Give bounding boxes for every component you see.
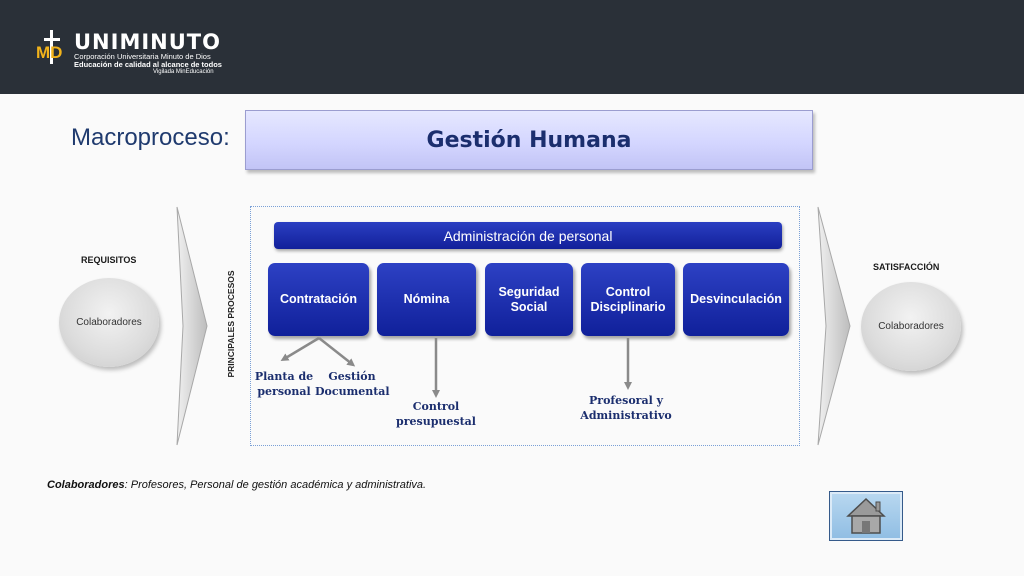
title-box: Gestión Humana: [245, 110, 813, 170]
admin-personal-bar: Administración de personal: [274, 222, 782, 249]
process-label: Seguridad Social: [498, 284, 560, 314]
logo-slogan: Educación de calidad al alcance de todos: [74, 60, 222, 69]
home-button[interactable]: [829, 491, 903, 541]
logo-subtitle: Corporación Universitaria Minuto de Dios: [74, 52, 211, 61]
process-label: Desvinculación: [690, 292, 782, 306]
footnote-term: Colaboradores: [47, 479, 125, 491]
process-desvinculacion: Desvinculación: [683, 263, 789, 336]
process-label: Control Disciplinario: [590, 284, 666, 314]
arrow-planta: [280, 336, 320, 362]
footnote-text: : Profesores, Personal de gestión académ…: [124, 479, 427, 491]
svg-text:MD: MD: [36, 43, 62, 62]
footnote: Colaboradores: Profesores, Personal de g…: [47, 479, 426, 491]
requisitos-heading: REQUISITOS: [81, 255, 137, 265]
sub-profesoral: Profesoral y Administrativo: [580, 394, 672, 422]
md-logo-icon: MD: [36, 30, 62, 64]
left-circle-label: Colaboradores: [76, 317, 142, 328]
page-title: Gestión Humana: [426, 127, 632, 153]
process-seguridad-social: Seguridad Social: [485, 263, 573, 336]
right-circle: Colaboradores: [861, 282, 961, 371]
process-label: Contratación: [279, 292, 358, 306]
left-circle: Colaboradores: [59, 278, 159, 367]
process-label: Nómina: [403, 292, 450, 306]
uniminuto-logo: MD UNIMINUTO Corporación Universitaria M…: [36, 26, 236, 76]
process-control-disciplinario: Control Disciplinario: [581, 263, 675, 336]
process-nomina: Nómina: [377, 263, 476, 336]
process-contratacion: Contratación: [268, 263, 369, 336]
admin-personal-label: Administración de personal: [443, 227, 613, 244]
logo-vigilada: Vigilada MinEducación: [153, 69, 214, 75]
satisfaccion-heading: SATISFACCIÓN: [873, 262, 940, 272]
home-icon: [846, 497, 886, 534]
sub-control: Control presupuestal: [396, 400, 476, 428]
right-chevron-arrow: [817, 206, 851, 446]
macroproceso-label: Macroproceso:: [71, 124, 230, 151]
sub-planta: Planta de personal: [254, 370, 314, 398]
logo-name: UNIMINUTO: [74, 30, 221, 54]
process-frame: [250, 206, 800, 446]
left-chevron-arrow: [176, 206, 208, 446]
sub-gestion: Gestión Documental: [315, 370, 390, 398]
arrow-gestion: [318, 337, 356, 367]
header-bar: MD UNIMINUTO Corporación Universitaria M…: [0, 0, 1024, 94]
right-circle-label: Colaboradores: [878, 321, 944, 332]
